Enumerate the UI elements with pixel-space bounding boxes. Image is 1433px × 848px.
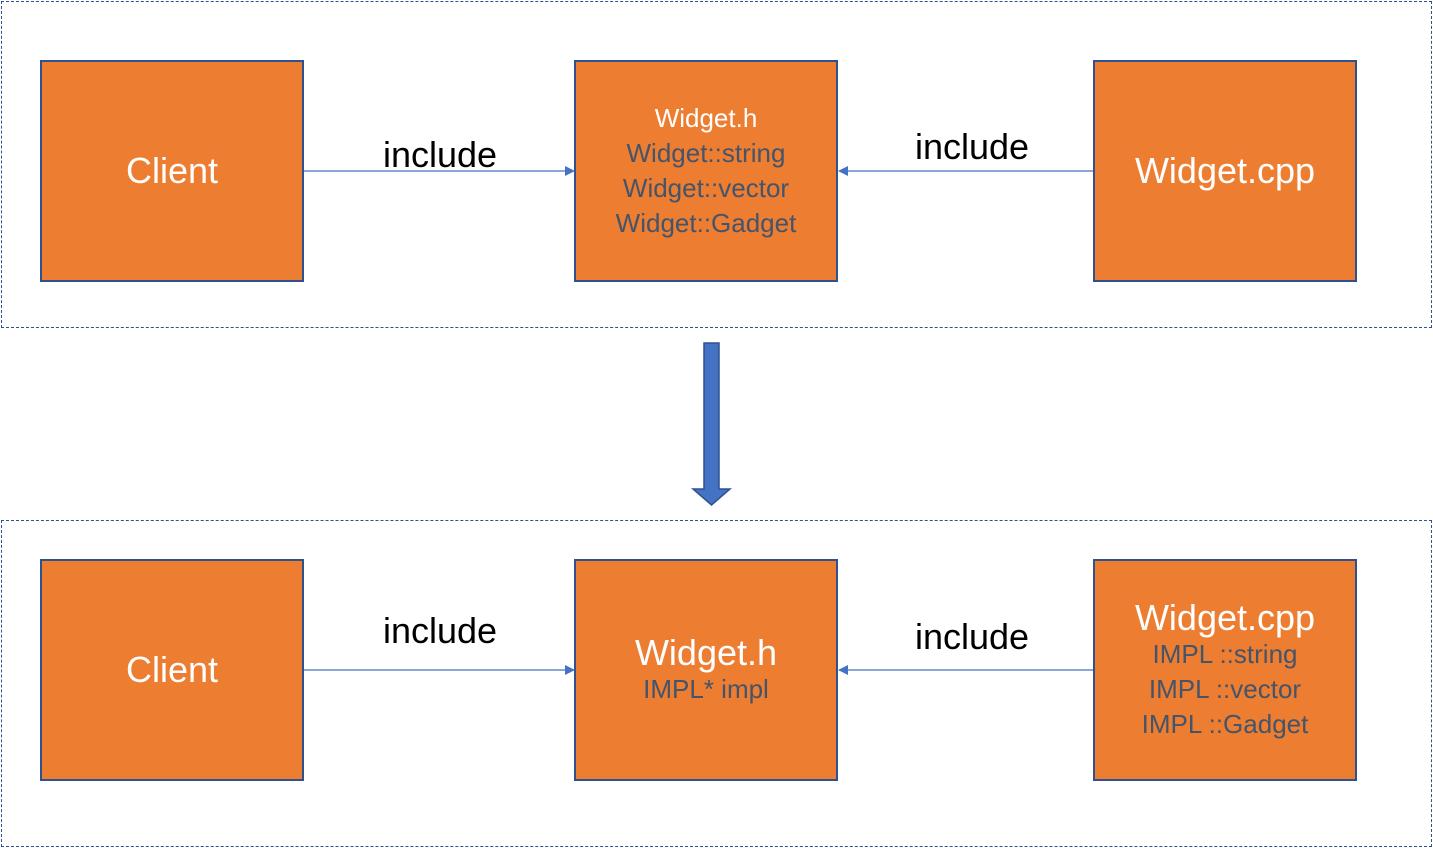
bottom-widget-cpp-line-3: IMPL ::Gadget	[1141, 709, 1309, 740]
bottom-right-include-label: include	[915, 616, 1030, 657]
bottom-widget-cpp-title: Widget.cpp	[1134, 596, 1316, 638]
bottom-widget-cpp-line-2: IMPL ::vector	[1148, 674, 1302, 705]
bottom-client-box: Client	[40, 559, 304, 781]
top-widget-cpp-box: Widget.cpp	[1093, 60, 1357, 282]
down-transition-arrow-icon	[690, 342, 733, 506]
bottom-left-include-label: include	[383, 610, 498, 651]
top-widget-h-box: Widget.h Widget::string Widget::vector W…	[574, 60, 838, 282]
top-widget-cpp-title: Widget.cpp	[1134, 150, 1316, 192]
top-widget-h-line-2: Widget::string	[626, 138, 786, 168]
top-right-include-label: include	[915, 126, 1030, 167]
top-widget-h-line-1: Widget.h	[654, 103, 758, 133]
top-widget-h-line-3: Widget::vector	[622, 173, 790, 203]
top-client-title: Client	[125, 150, 219, 192]
bottom-widget-h-title: Widget.h	[634, 631, 778, 673]
bottom-widget-cpp-box: Widget.cpp IMPL ::string IMPL ::vector I…	[1093, 559, 1357, 781]
top-left-include-label: include	[383, 134, 498, 175]
bottom-client-title: Client	[125, 649, 219, 691]
top-widget-h-line-4: Widget::Gadget	[615, 208, 797, 238]
bottom-widget-h-line-1: IMPL* impl	[643, 674, 769, 705]
bottom-panel-frame	[1, 520, 1432, 847]
top-client-box: Client	[40, 60, 304, 282]
bottom-widget-h-box: Widget.h IMPL* impl	[574, 559, 838, 781]
bottom-widget-cpp-line-1: IMPL ::string	[1152, 639, 1298, 670]
top-panel-frame	[1, 1, 1432, 328]
